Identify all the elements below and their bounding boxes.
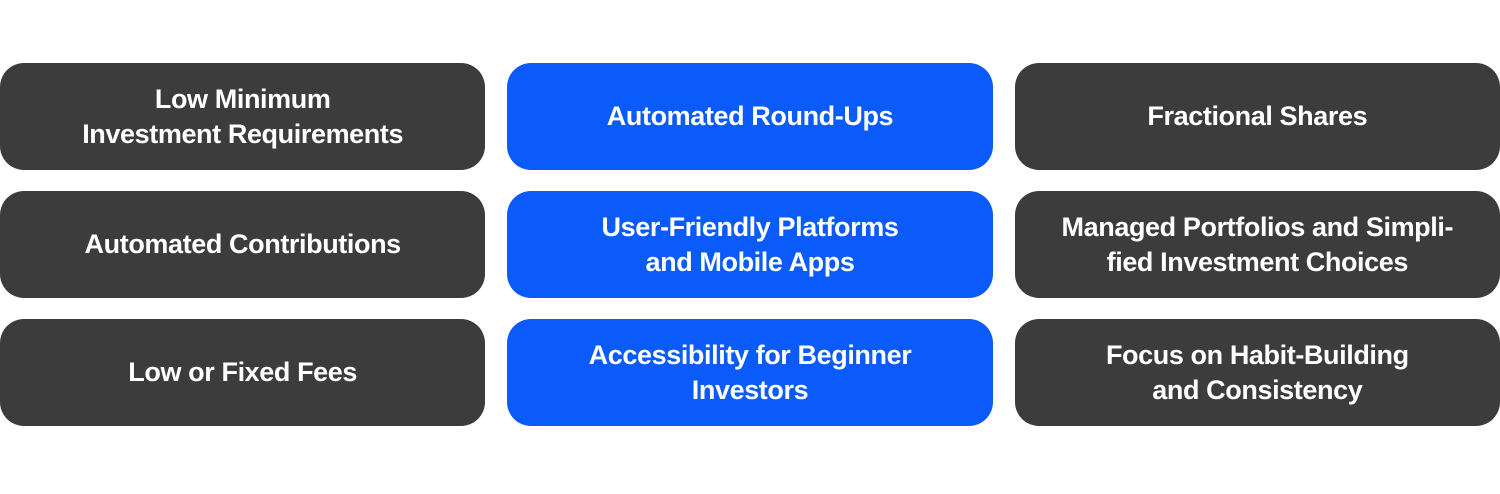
card-managed-portfolios-and-simplified-investment-choices[interactable]: Managed Portfolios and Simpli- fied Inve… xyxy=(1014,191,1500,298)
card-low-minimum-investment-requirements[interactable]: Low Minimum Investment Requirements xyxy=(0,63,486,170)
card-user-friendly-platforms-and-mobile-apps[interactable]: User-Friendly Platforms and Mobile Apps xyxy=(507,191,993,298)
card-automated-contributions[interactable]: Automated Contributions xyxy=(0,191,486,298)
card-automated-round-ups[interactable]: Automated Round-Ups xyxy=(507,63,993,170)
card-fractional-shares[interactable]: Fractional Shares xyxy=(1014,63,1500,170)
card-label: User-Friendly Platforms and Mobile Apps xyxy=(601,211,899,277)
card-label: Accessibility for Beginner Investors xyxy=(588,339,912,405)
card-label: Focus on Habit-Building and Consistency xyxy=(1105,339,1409,405)
card-row-2: Automated Contributions User-Friendly Pl… xyxy=(0,191,1500,298)
card-row-3: Low or Fixed Fees Accessibility for Begi… xyxy=(0,319,1500,426)
card-label: Low Minimum Investment Requirements xyxy=(82,83,404,149)
card-row-1: Low Minimum Investment Requirements Auto… xyxy=(0,63,1500,170)
card-focus-on-habit-building-and-consistency[interactable]: Focus on Habit-Building and Consistency xyxy=(1014,319,1500,426)
card-label: Automated Contributions xyxy=(84,229,402,260)
card-label: Automated Round-Ups xyxy=(606,101,894,132)
card-label: Fractional Shares xyxy=(1147,101,1368,132)
card-label: Managed Portfolios and Simpli- fied Inve… xyxy=(1061,211,1454,277)
card-accessibility-for-beginner-investors[interactable]: Accessibility for Beginner Investors xyxy=(507,319,993,426)
card-label: Low or Fixed Fees xyxy=(128,357,358,388)
card-low-or-fixed-fees[interactable]: Low or Fixed Fees xyxy=(0,319,486,426)
